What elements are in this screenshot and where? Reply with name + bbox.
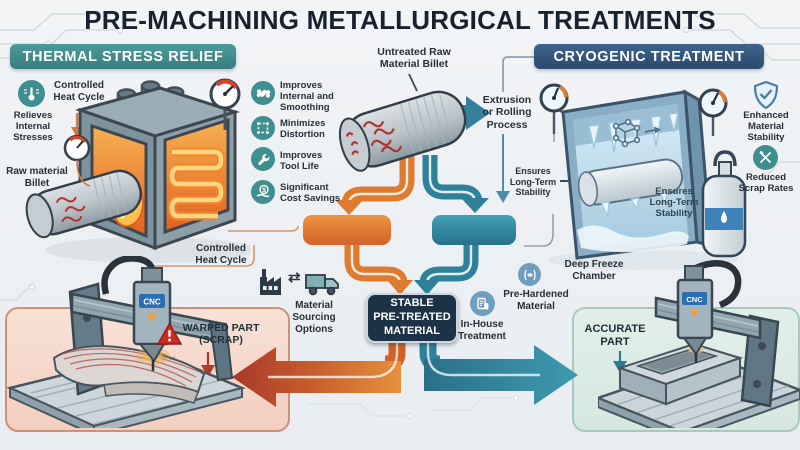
cryo-gauge-right [698,88,728,136]
cryo-junction-node [432,215,516,245]
accurate-part-label: ACCURATE PART [584,323,646,348]
warning-icon [157,322,182,345]
result-arrows [232,338,578,407]
cnc-label: CNC [143,298,161,307]
cryogenic-section-header: CRYOGENIC TREATMENT [534,44,764,69]
pre-hardened-icon [518,263,541,286]
frozen-billet [577,158,684,219]
controlled-heat-top-label: Controlled Heat Cycle [53,80,105,103]
benefit-label-4: Significant Cost Savings [280,182,341,205]
enhanced-stability-label: Enhanced Material Stability [743,110,789,144]
pre-hardened-label: Pre-Hardened Material [503,289,569,312]
page-title: PRE-MACHINING METALLURGICAL TREATMENTS [84,5,716,35]
controlled-heat-bottom-label: Controlled Heat Cycle [195,243,247,266]
benefit-label-1: Improves Internal and Smoothing [280,80,334,114]
extrusion-label: Extrusion or Rolling Process [482,94,532,131]
cnc-machine-accurate: CNC [598,260,800,428]
cryo-chamber-illustration [539,83,747,270]
svg-text:$: $ [262,187,266,194]
stress-lines [345,120,403,156]
relieves-stress-label: Relieves Internal Stresses [13,110,53,144]
thermal-junction-node [303,215,391,245]
thermal-section-header: THERMAL STRESS RELIEF [10,44,236,69]
cnc-machine-scrap: CNC [6,256,246,428]
in-house-icon [470,291,495,316]
wrench-icon [251,147,275,171]
grain-smoothing-icon [251,81,275,105]
junction-pipes [344,245,479,295]
ensures-left-label: Ensures Long-Term Stability [509,166,557,198]
furnace-gauge-left [63,134,91,187]
cryo-gauge-left [539,83,569,134]
molecule-icon [612,118,661,148]
stable-material-node: STABLE PRE-TREATED MATERIAL [366,293,458,343]
benefit-label-2: Minimizes Distortion [280,118,326,141]
in-house-label: In-House Treatment [458,319,506,342]
furnace-gauge-top [209,78,241,130]
furnace-illustration [25,78,250,263]
cnc-label: CNC [686,295,703,304]
untreated-billet-label: Untreated Raw Material Billet [377,46,451,71]
warped-part-label: WARPED PART (SCRAP) [182,322,260,347]
distortion-icon [251,116,275,140]
benefit-label-3: Improves Tool Life [280,150,323,173]
reduced-scrap-icon [753,145,778,170]
raw-billet-label: Raw material Billet [6,166,68,189]
material-sourcing-label: Material Sourcing Options [292,300,336,335]
relieves-stress-icon [18,80,45,107]
ensures-inner-label: Ensures Long-Term Stability [649,186,699,220]
cost-savings-icon: $ [251,180,275,204]
enhanced-stability-icon [753,80,779,110]
factory-icon [260,269,281,295]
reduced-scrap-label: Reduced Scrap Rates [738,172,794,195]
billet-to-extrusion-arrow [448,96,490,130]
truck-icon [305,274,339,296]
swap-arrows-icon: ⇄ [288,269,301,286]
furnace-billet [25,169,143,239]
billet-pipes [335,155,489,215]
freeze-chamber [558,89,713,260]
deep-freeze-label: Deep Freeze Chamber [564,259,624,282]
nitrogen-bottle [701,150,747,258]
untreated-billet-illustration [338,90,467,172]
